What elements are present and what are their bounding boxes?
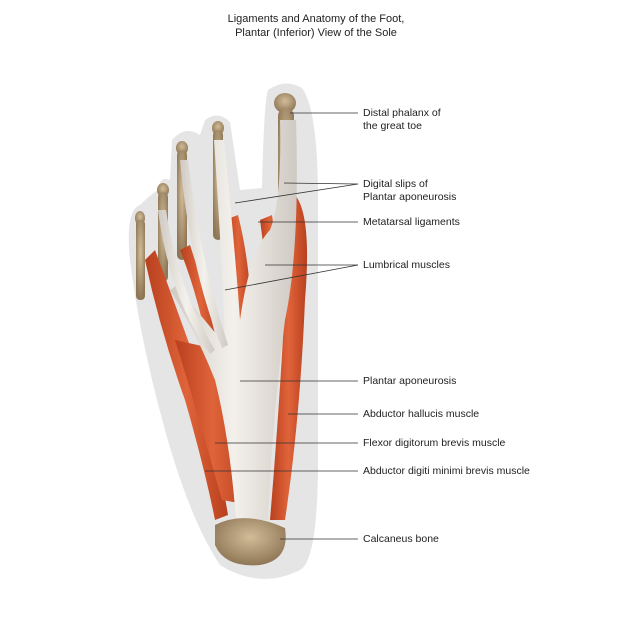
label-line: Digital slips of <box>363 178 428 190</box>
label-digital-slips: Digital slips of Plantar aponeurosis <box>363 178 456 204</box>
label-line: Plantar aponeurosis <box>363 191 457 203</box>
label-line: Distal phalanx of <box>363 107 441 119</box>
plantar-aponeurosis <box>158 120 297 520</box>
calcaneus-bone <box>215 518 286 566</box>
label-plantar-aponeurosis: Plantar aponeurosis <box>363 375 457 387</box>
label-flexor-digitorum-brevis: Flexor digitorum brevis muscle <box>363 437 506 449</box>
label-abductor-hallucis: Abductor hallucis muscle <box>363 408 480 420</box>
title-line-2: Plantar (Inferior) View of the Sole <box>235 27 397 39</box>
label-lumbrical-muscles: Lumbrical muscles <box>363 259 450 271</box>
leader-lines <box>205 112 359 540</box>
title-line-1: Ligaments and Anatomy of the Foot, <box>227 13 405 25</box>
label-metatarsal-ligaments: Metatarsal ligaments <box>363 216 460 228</box>
label-line: the great toe <box>363 120 422 132</box>
label-distal-phalanx: Distal phalanx of the great toe <box>363 107 441 133</box>
label-abductor-digiti-minimi: Abductor digiti minimi brevis muscle <box>363 465 530 477</box>
abductor-digiti-minimi-muscle <box>145 250 228 520</box>
diagram-title: Ligaments and Anatomy of the Foot, Plant… <box>0 12 640 40</box>
label-calcaneus: Calcaneus bone <box>363 533 439 545</box>
